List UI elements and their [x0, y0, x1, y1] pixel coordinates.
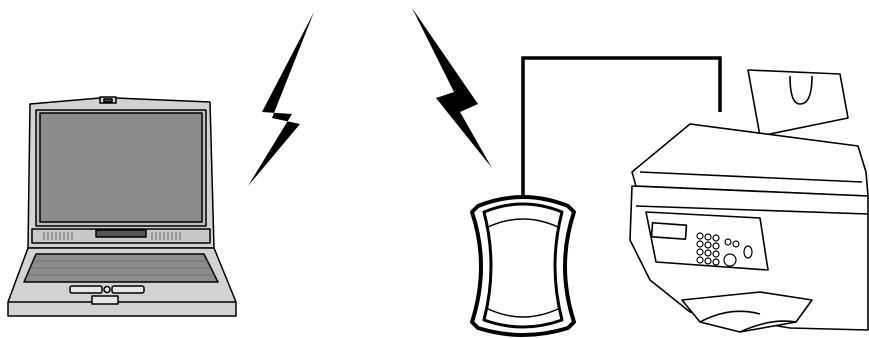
laptop-icon [8, 97, 236, 316]
lightning-bolt-icon [412, 8, 492, 168]
wireless-adapter-icon [472, 197, 574, 335]
lightning-bolt-icon [248, 12, 314, 186]
multifunction-printer-icon [630, 70, 868, 332]
